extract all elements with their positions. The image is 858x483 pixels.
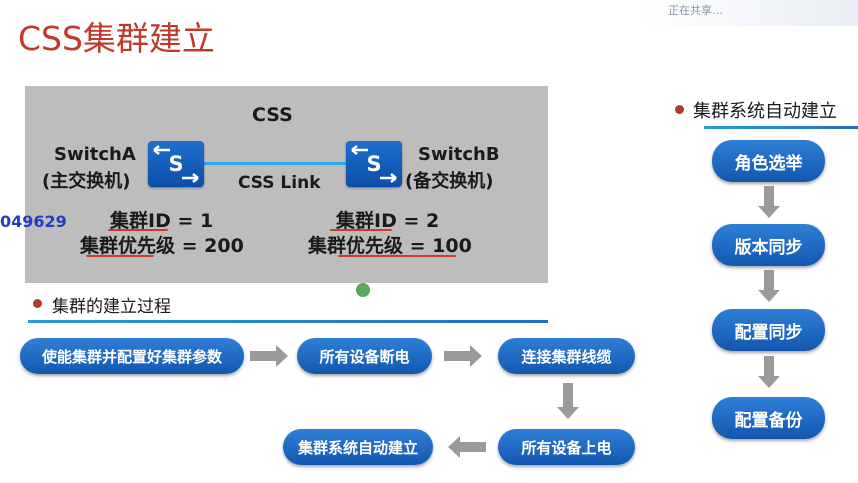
switch-b-role: (备交换机) (405, 171, 494, 192)
arrow-down-icon (758, 186, 780, 218)
svg-text:S: S (168, 152, 183, 176)
arrow-right-icon (444, 345, 482, 367)
process-divider (28, 320, 548, 323)
arrow-down-icon (758, 270, 780, 302)
arrow-down-icon (557, 383, 579, 419)
auto-build-divider (704, 126, 858, 129)
annotation-underline (108, 229, 168, 231)
arrow-down-icon (758, 356, 780, 388)
process-step-power-off: 所有设备断电 (297, 338, 432, 374)
css-link-label: CSS Link (238, 173, 321, 193)
header-text: 正在共享… (668, 4, 723, 17)
arrow-right-icon (250, 345, 288, 367)
slide-title: CSS集群建立 (18, 19, 215, 58)
process-step-power-on: 所有设备上电 (498, 429, 635, 465)
process-step-auto-build: 集群系统自动建立 (283, 429, 433, 465)
process-title: 集群的建立过程 (52, 297, 171, 317)
auto-build-title: 集群系统自动建立 (693, 101, 837, 122)
side-fragment-text: 049629 (0, 212, 67, 231)
process-step-enable: 使能集群并配置好集群参数 (20, 338, 244, 374)
css-diagram-panel (25, 86, 548, 283)
header-bar (640, 0, 858, 26)
switch-b-name: SwitchB (418, 144, 500, 165)
switch-b-cluster-id: 集群ID = 2 (336, 210, 440, 232)
css-label: CSS (252, 104, 293, 126)
process-step-connect: 连接集群线缆 (498, 338, 635, 374)
auto-step-config-backup: 配置备份 (712, 397, 825, 439)
switch-a-priority: 集群优先级 = 200 (80, 235, 244, 257)
switch-a-cluster-id: 集群ID = 1 (110, 210, 214, 232)
annotation-underline (86, 255, 154, 257)
annotation-underline (330, 229, 392, 231)
bullet-icon (33, 299, 42, 308)
arrow-left-icon (448, 436, 486, 458)
switch-a-role: (主交换机) (42, 171, 131, 192)
switch-b-priority: 集群优先级 = 100 (308, 235, 472, 257)
svg-text:S: S (366, 152, 381, 176)
auto-step-role-election: 角色选举 (712, 140, 825, 182)
pointer-dot (356, 283, 370, 297)
css-link-line (204, 162, 346, 165)
auto-step-version-sync: 版本同步 (712, 224, 825, 266)
auto-step-config-sync: 配置同步 (712, 309, 825, 351)
switch-a-icon: S (148, 141, 204, 187)
switch-b-icon: S (346, 141, 402, 187)
annotation-underline (338, 255, 456, 257)
switch-a-name: SwitchA (54, 144, 136, 165)
bullet-icon (675, 105, 684, 114)
